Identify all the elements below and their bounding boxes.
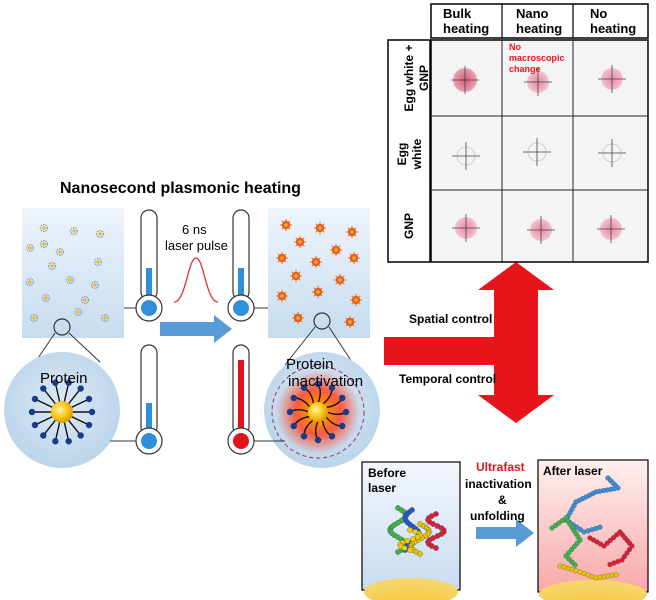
col-header-no-1: No	[590, 6, 608, 21]
heated-nanoparticle	[286, 380, 350, 444]
row-label-eggwhite-gnp-1: Egg white +	[402, 44, 416, 112]
pulse-label-line2: laser pulse	[165, 238, 228, 253]
after-label: After laser	[543, 464, 603, 478]
thermometer-hot	[227, 344, 255, 455]
before-label-1: Before	[368, 466, 407, 480]
inactivation-label-line2: inactivation	[288, 373, 364, 390]
unfolding-arrow	[476, 519, 534, 547]
caption-line1: inactivation	[465, 477, 532, 491]
process-arrow	[160, 315, 232, 343]
heated-particles	[276, 219, 362, 328]
row-label-eggwhite-gnp-2: GNP	[417, 64, 431, 92]
note-line2: macroscopic	[509, 53, 565, 63]
results-table	[387, 3, 649, 263]
col-header-bulk-2: heating	[443, 21, 490, 36]
ultrafast-label: Ultrafast	[476, 460, 525, 474]
gold-nanoparticle-with-proteins	[28, 379, 96, 445]
protein-particles-cold	[26, 224, 109, 323]
before-label-2: laser	[368, 481, 397, 495]
folded-protein	[387, 505, 447, 557]
note-line3: change	[509, 64, 541, 74]
pulse-label-line1: 6 ns	[182, 222, 207, 237]
col-header-nano-2: heating	[516, 21, 563, 36]
caption-line3: unfolding	[470, 509, 525, 523]
laser-pulse-curve	[173, 257, 219, 303]
caption-line2: &	[498, 493, 507, 507]
temporal-control-label: Temporal control	[399, 372, 497, 386]
row-label-gnp: GNP	[402, 212, 416, 240]
col-header-no-2: heating	[590, 21, 637, 36]
note-line1: No	[509, 42, 521, 52]
col-header-nano-1: Nano	[516, 6, 549, 21]
thermometer-cold-top-right	[227, 209, 255, 322]
figure-title: Nanosecond plasmonic heating	[60, 180, 301, 197]
spatial-temporal-arrow	[384, 262, 554, 423]
unfolded-protein	[549, 475, 635, 581]
thermometer-cold-top	[135, 209, 163, 322]
thermometer-cold-bottom	[135, 344, 163, 455]
col-header-bulk-1: Bulk	[443, 6, 472, 21]
row-label-eggwhite-1: Egg	[395, 142, 409, 166]
row-label-eggwhite-2: white	[410, 138, 424, 170]
protein-label: Protein	[40, 370, 88, 387]
inactivation-label-line1: Protein	[286, 356, 334, 373]
spatial-control-label: Spatial control	[409, 312, 493, 326]
